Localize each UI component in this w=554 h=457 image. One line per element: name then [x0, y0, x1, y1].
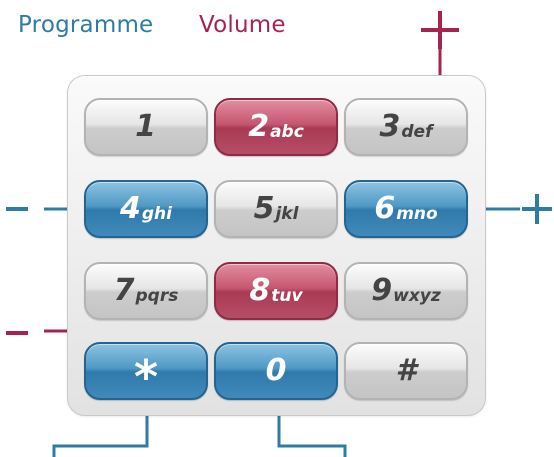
key-letters: def: [401, 121, 433, 142]
key-number: 9: [371, 273, 393, 308]
key-0[interactable]: 0: [214, 342, 338, 400]
key-letters: jkl: [275, 203, 299, 224]
key-number: 2: [248, 109, 270, 144]
key-number: 8: [249, 273, 271, 308]
key-number: 0: [265, 353, 287, 388]
key-letters: wxyz: [393, 285, 441, 306]
key-number: 6: [374, 191, 396, 226]
star-icon: *: [133, 350, 159, 404]
key-letters: mno: [396, 203, 438, 224]
key-letters: ghi: [141, 203, 172, 224]
key-number: 1: [135, 109, 156, 144]
key-hash[interactable]: #: [344, 342, 468, 400]
key-star[interactable]: *: [84, 342, 208, 400]
key-letters: abc: [270, 121, 304, 142]
key-number: 5: [253, 191, 275, 226]
hash-icon: #: [395, 353, 417, 388]
key-number: 3: [379, 109, 401, 144]
legend-volume: Volume: [199, 12, 286, 38]
key-letters: tuv: [271, 285, 303, 306]
legend-programme: Programme: [18, 12, 154, 38]
key-number: 4: [120, 191, 141, 226]
key-number: 7: [113, 273, 135, 308]
key-1[interactable]: 1: [84, 98, 208, 156]
key-letters: pqrs: [135, 285, 179, 306]
